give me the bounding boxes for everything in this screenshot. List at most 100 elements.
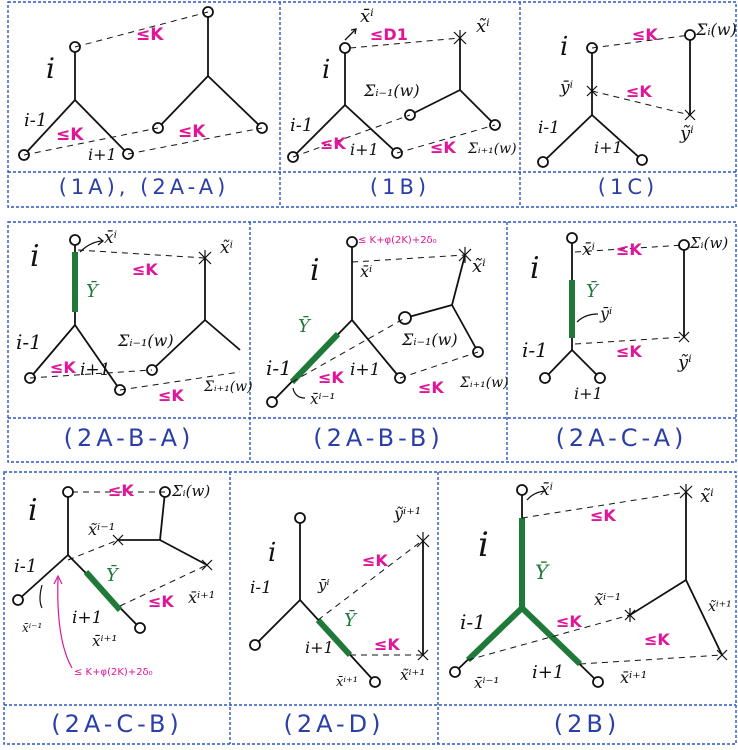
p4-label-x-i: x̄ⁱ [104, 228, 118, 248]
p5-label-x-tilde-i: x̃ⁱ [472, 256, 486, 277]
p9-label-y-bar: Ȳ [535, 560, 549, 584]
p9-label-i-plus: i+1 [532, 662, 565, 683]
p2-label-i-plus: i+1 [350, 140, 379, 159]
p5-le-k-right: ≤K [418, 378, 444, 397]
row2-border [7, 221, 737, 463]
caption-2B: (2B) [553, 710, 621, 738]
p4-le-k-top: ≤K [132, 260, 158, 279]
p3-label-i-plus: i+1 [594, 138, 623, 157]
p4-le-k-right: ≤K [158, 386, 184, 405]
p6-le-k-mid: ≤K [616, 342, 642, 361]
caption-1C: (1C) [597, 175, 659, 199]
p3-le-k-mid: ≤K [626, 82, 652, 101]
p4-le-k-left: ≤K [50, 358, 76, 377]
p8-label-y-tilde-i-plus: ỹⁱ⁺¹ [394, 504, 422, 523]
p2-le-k-left: ≤K [320, 134, 346, 153]
p6-le-k-top: ≤K [616, 240, 642, 259]
p6-label-y-bar: Ȳ [586, 281, 598, 302]
p5-label-i-minus: i-1 [266, 356, 292, 380]
p7-label-i: i [28, 493, 38, 528]
caption-2AD: (2A-D) [283, 710, 385, 738]
p2-le-k-right: ≤K [430, 138, 456, 157]
p8-le-k-top: ≤K [362, 551, 388, 570]
p3-label-y-tilde-i: ỹⁱ [680, 123, 694, 144]
p8-label-i-plus: i+1 [305, 638, 334, 657]
p6-label-x-i: x̄ⁱ [582, 240, 596, 260]
p6-label-y-bar-i: ȳⁱ [600, 304, 613, 323]
p5-label-i-plus: i+1 [350, 360, 381, 380]
p4-label-i-plus: i+1 [80, 360, 111, 380]
p5-label-sigma-i-minus: Σᵢ₋₁(w) [402, 330, 458, 349]
p1-le-k-right: ≤K [178, 122, 206, 142]
p1-le-k-left: ≤K [56, 125, 84, 145]
p3-label-i: i [560, 32, 569, 62]
p5-label-x-i-minus: x̄ⁱ⁻¹ [310, 390, 336, 408]
p3-label-y-bar-i: ȳⁱ [560, 78, 574, 98]
p2-label-sigma-i-minus: Σᵢ₋₁(w) [364, 81, 420, 100]
p9-label-x-i-minus: x̄ⁱ⁻¹ [474, 674, 500, 692]
p4-label-i: i [30, 239, 40, 274]
p2-label-x-i: x̄ⁱ [360, 6, 374, 27]
p3-le-k-top: ≤K [632, 25, 658, 44]
p7-label-i-minus: i-1 [14, 556, 38, 577]
p5-le-k-left: ≤K [318, 368, 344, 387]
p6-label-i-minus: i-1 [522, 338, 548, 362]
p1-label-i-plus: i+1 [88, 145, 117, 164]
p4-label-x-tilde-i: x̃ⁱ [220, 238, 234, 258]
p9-label-i: i [478, 525, 489, 565]
p9-le-k-right: ≤K [644, 630, 670, 649]
row3-border [3, 471, 737, 745]
p8-label-x-tilde-i-plus: x̃ⁱ⁺¹ [400, 666, 426, 684]
p7-label-y-bar: Ȳ [106, 565, 118, 586]
row1-border [7, 1, 737, 208]
p4-label-i-minus: i-1 [16, 330, 42, 354]
p5-label-x-i: x̄ⁱ [360, 262, 373, 281]
p7-le-long: ≤ K+φ(2K)+2δ₀ [74, 667, 153, 678]
panel-borders [3, 1, 737, 745]
p9-label-i-minus: i-1 [460, 610, 486, 634]
panel-1B [287, 28, 501, 163]
p2-label-i-minus: i-1 [290, 115, 314, 136]
panel-2ABA [24, 234, 241, 396]
p8-label-i-minus: i-1 [250, 578, 272, 598]
panel-2ABB [266, 236, 484, 408]
p7-le-k-top: ≤K [108, 481, 134, 500]
panel-2ACB [12, 486, 213, 669]
p9-label-x-i: x̄ⁱ [540, 480, 554, 500]
p8-label-y-bar-i-plus: ȳⁱ [318, 576, 330, 594]
p7-le-k-right: ≤K [148, 592, 174, 611]
p2-le-d1: ≤D1 [370, 25, 408, 44]
p9-le-k-left: ≤K [556, 612, 582, 631]
p2-label-x-tilde-i: x̃ⁱ [476, 16, 490, 37]
p9-label-x-tilde-i-plus: x̃ⁱ⁺¹ [708, 599, 732, 615]
p5-label-y-bar: Ȳ [298, 316, 310, 337]
p7-label-x-tilde-i-minus: x̃ⁱ⁻¹ [88, 520, 116, 539]
panel-2AD [249, 512, 430, 688]
p1-label-i-minus: i-1 [24, 110, 48, 131]
caption-2ACB: (2A-C-B) [51, 710, 183, 738]
caption-1B: (1B) [369, 175, 431, 199]
p3-label-sigma-i: Σᵢ(w) [696, 20, 737, 39]
p7-label-x-i-minus: x̄ⁱ⁻¹ [22, 621, 43, 635]
p2-label-i: i [322, 55, 331, 85]
p5-label-i: i [310, 253, 320, 288]
panel-2B [449, 484, 728, 688]
p6-label-y-tilde-i: ỹⁱ [678, 352, 692, 373]
p4-label-y-bar: Ȳ [86, 281, 98, 302]
p3-label-i-minus: i-1 [538, 118, 560, 138]
caption-2ABA: (2A-B-A) [63, 424, 195, 452]
p9-label-x-i-plus: x̄ⁱ⁺¹ [620, 668, 648, 687]
p4-label-sigma-i-plus: Σᵢ₊₁(w) [204, 379, 253, 395]
p5-le-long: ≤ K+φ(2K)+2δ₀ [358, 235, 437, 246]
p2-label-sigma-i-plus: Σᵢ₊₁(w) [468, 141, 517, 157]
p7-label-i-plus: i+1 [72, 608, 103, 628]
panel-1C [537, 29, 696, 168]
caption-2ABB: (2A-B-B) [313, 424, 444, 452]
p7-label-sigma-i: Σᵢ(w) [172, 482, 211, 500]
p6-label-i-plus: i+1 [574, 384, 603, 403]
p1-le-k-top: ≤K [136, 25, 164, 45]
p5-label-sigma-i-plus: Σᵢ₊₁(w) [460, 375, 509, 391]
p7-label-x-i-plus-bottom: x̄ⁱ⁺¹ [92, 632, 118, 650]
p8-label-y-bar: Ȳ [344, 610, 356, 631]
